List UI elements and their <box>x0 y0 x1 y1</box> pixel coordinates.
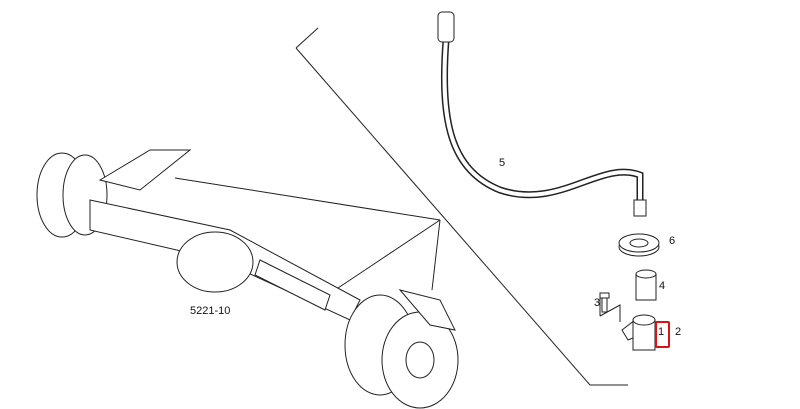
highlight-box <box>655 321 670 348</box>
sleeve-part <box>635 269 657 301</box>
callout-1[interactable]: 1 <box>658 326 665 338</box>
leader-line <box>431 219 441 291</box>
bolt-part <box>599 292 610 313</box>
axle-assembly <box>36 149 459 409</box>
callout-3: 3 <box>594 297 601 309</box>
leader-line <box>295 27 319 49</box>
bracket-part <box>621 314 656 351</box>
grommet-part <box>618 233 660 257</box>
callout-5: 5 <box>499 157 506 169</box>
assembly-label: 5221-10 <box>190 305 231 317</box>
leader-line <box>319 219 441 301</box>
callout-6: 6 <box>669 235 676 247</box>
leader-line <box>174 177 441 221</box>
leader-line <box>295 47 591 386</box>
callout-4: 4 <box>659 280 666 292</box>
callout-2: 2 <box>675 326 682 338</box>
hose-part <box>437 11 647 217</box>
